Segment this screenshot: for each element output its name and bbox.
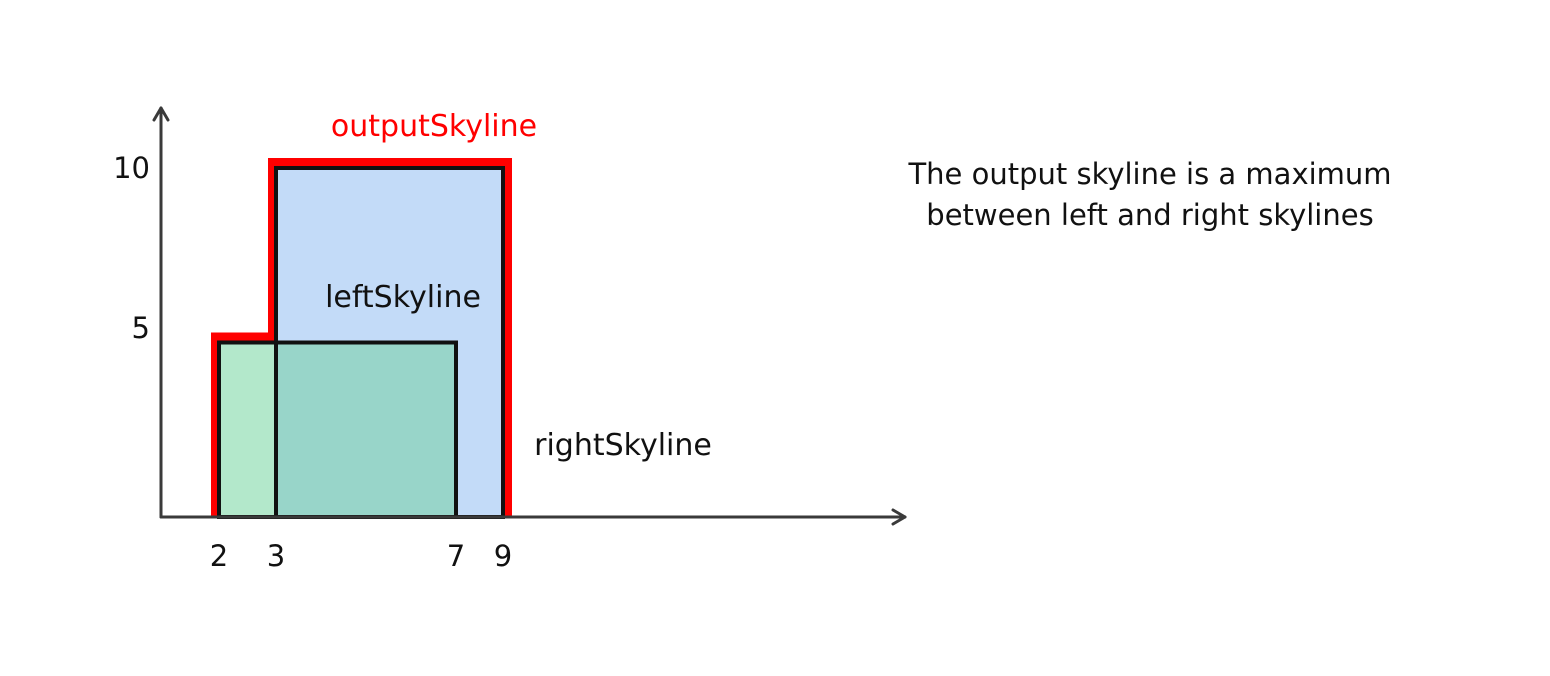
- output-skyline-label: outputSkyline: [331, 109, 537, 144]
- y-tick-label-5: 5: [132, 311, 150, 345]
- skyline-shapes: [211, 158, 512, 519]
- overlap-region: [276, 342, 456, 517]
- left-skyline-label: leftSkyline: [325, 280, 481, 315]
- note-line-1: The output skyline is a maximum: [907, 157, 1391, 191]
- x-axis-arrowhead: [891, 508, 907, 526]
- x-tick-label-7: 7: [447, 539, 465, 573]
- x-tick-label-9: 9: [494, 539, 512, 573]
- x-tick-label-2: 2: [210, 539, 228, 573]
- output-skyline-outline: [211, 158, 512, 517]
- x-tick-label-3: 3: [267, 539, 285, 573]
- right-skyline-label: rightSkyline: [534, 428, 712, 463]
- note-line-2: between left and right skylines: [926, 198, 1373, 232]
- y-tick-label-10: 10: [113, 151, 150, 185]
- y-axis-arrowhead: [152, 106, 170, 122]
